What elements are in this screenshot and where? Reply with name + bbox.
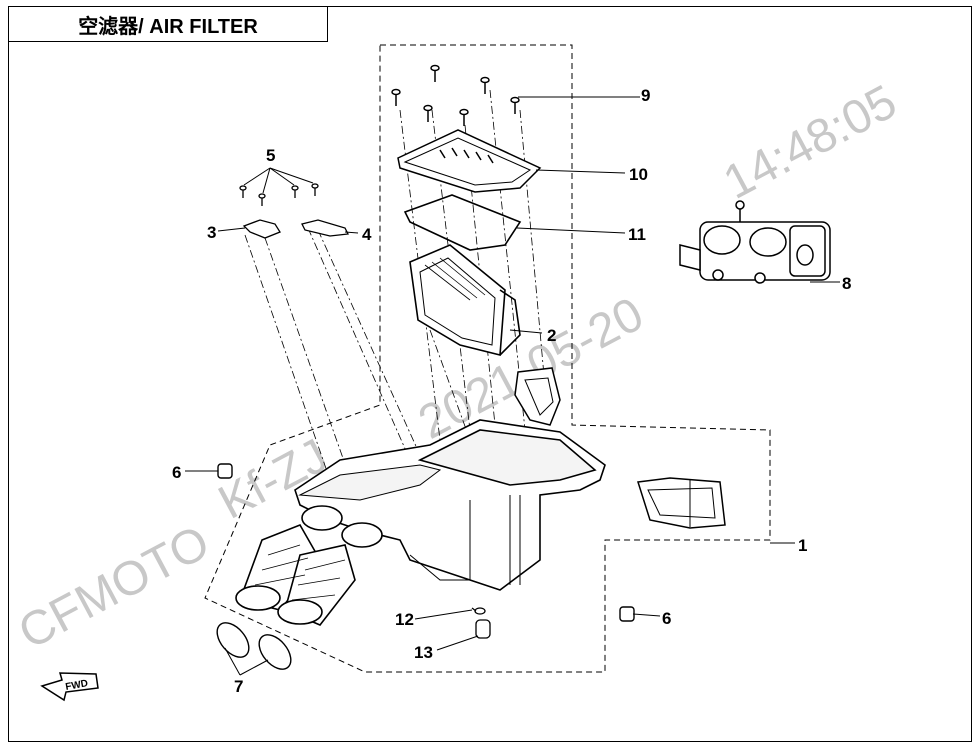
screws-9 <box>391 64 520 126</box>
callout-12: 12 <box>395 610 414 629</box>
callout-2: 2 <box>547 326 556 345</box>
air-box-1 <box>294 419 606 591</box>
bracket-3 <box>242 219 281 239</box>
assembly-boundary <box>204 44 771 673</box>
drain-parts <box>471 607 491 639</box>
fwd-label: FWD <box>65 678 89 693</box>
callout-6-left: 6 <box>172 463 181 482</box>
diagram-frame <box>8 6 972 742</box>
callout-3: 3 <box>207 223 216 242</box>
intake-duct-side <box>637 477 726 529</box>
callout-9: 9 <box>641 86 650 105</box>
grommets-6 <box>217 463 635 622</box>
callout-7: 7 <box>234 677 243 696</box>
screws-5 <box>239 183 319 206</box>
watermark-time: 14:48:05 <box>715 75 905 210</box>
callout-5: 5 <box>266 146 275 165</box>
callout-1: 1 <box>798 536 807 555</box>
title-box: 空滤器/ AIR FILTER <box>8 6 328 42</box>
callout-labels: 1 2 3 4 5 6 6 7 8 9 10 11 12 13 <box>172 86 851 696</box>
intake-tubes <box>235 524 356 626</box>
guide-lines <box>244 89 549 481</box>
fwd-arrow <box>40 672 99 702</box>
callout-6-right: 6 <box>662 609 671 628</box>
callout-4: 4 <box>362 225 372 244</box>
watermark-brand: CFMOTO <box>10 516 218 660</box>
intake-duct-upper <box>514 367 561 426</box>
callout-8: 8 <box>842 274 851 293</box>
callout-13: 13 <box>414 643 433 662</box>
page-title: 空滤器/ AIR FILTER <box>78 15 258 38</box>
filter-element-2 <box>409 244 521 357</box>
leader-lines <box>185 96 840 676</box>
gasket-11 <box>403 194 522 251</box>
callout-11: 11 <box>628 225 646 244</box>
clamps-7 <box>216 622 292 670</box>
cover-10 <box>397 129 542 193</box>
callout-10: 10 <box>629 165 648 184</box>
throttle-body-8 <box>679 200 831 284</box>
bracket-4 <box>301 219 349 237</box>
